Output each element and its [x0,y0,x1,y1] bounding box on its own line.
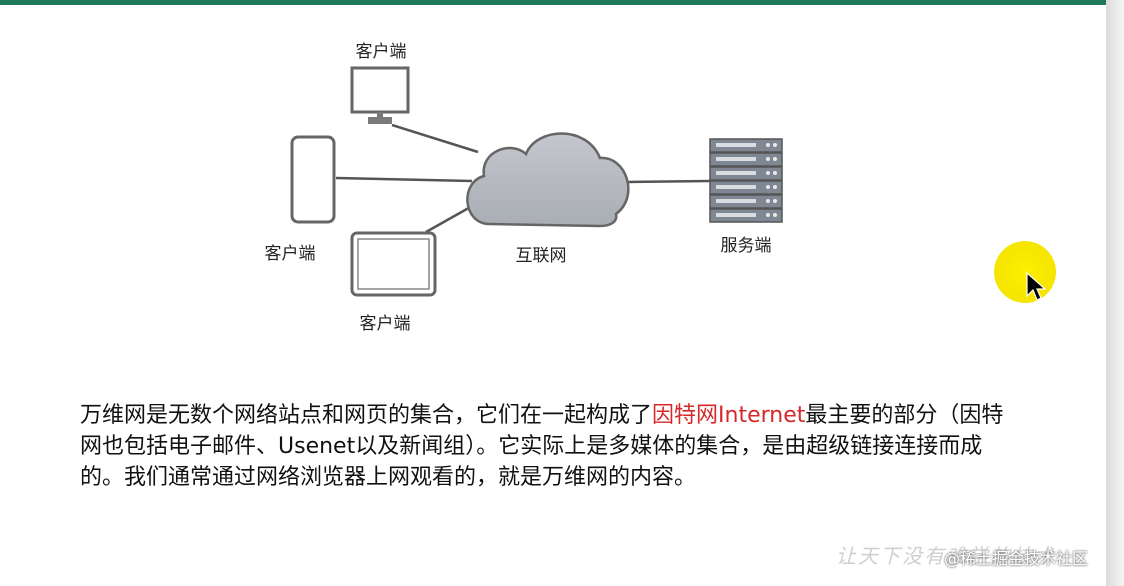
phone-icon [290,135,336,224]
site-watermark: @稀土掘金技术社区 [944,549,1089,568]
network-diagram: 客户端 客户端 客户端 互联网 服务端 [265,42,783,334]
connection-lines [335,123,711,234]
signature-watermark: 让天下没有难学的技术 [836,544,1056,568]
paragraph-part-2: 最主要的部分（因特网也包括电子邮件、Usenet以及新闻组）。它实际上是多媒体的… [80,403,1004,490]
monitor-icon [350,66,410,124]
tablet-icon [350,231,437,297]
label-client-top: 客户端 [356,42,407,62]
label-internet: 互联网 [516,246,567,266]
link-top-client [391,123,479,154]
paragraph-part-1: 万维网是无数个网络站点和网页的集合，它们在一起构成了 [80,403,653,428]
server-icon [709,138,783,223]
window-edge-strip [1106,0,1124,586]
label-client-left: 客户端 [265,244,316,264]
label-server: 服务端 [721,236,772,256]
label-client-bottom: 客户端 [360,314,411,334]
mouse-cursor-icon [1026,272,1046,301]
link-left-client [335,176,473,183]
pointer-highlight [994,241,1056,303]
slide-top-accent-line [0,0,1106,5]
description-paragraph: 万维网是无数个网络站点和网页的集合，它们在一起构成了因特网Internet最主要… [80,400,1020,493]
paragraph-highlight: 因特网Internet [652,403,806,428]
cloud-icon [466,132,630,228]
link-bottom-client [425,203,475,234]
link-server [627,179,711,184]
